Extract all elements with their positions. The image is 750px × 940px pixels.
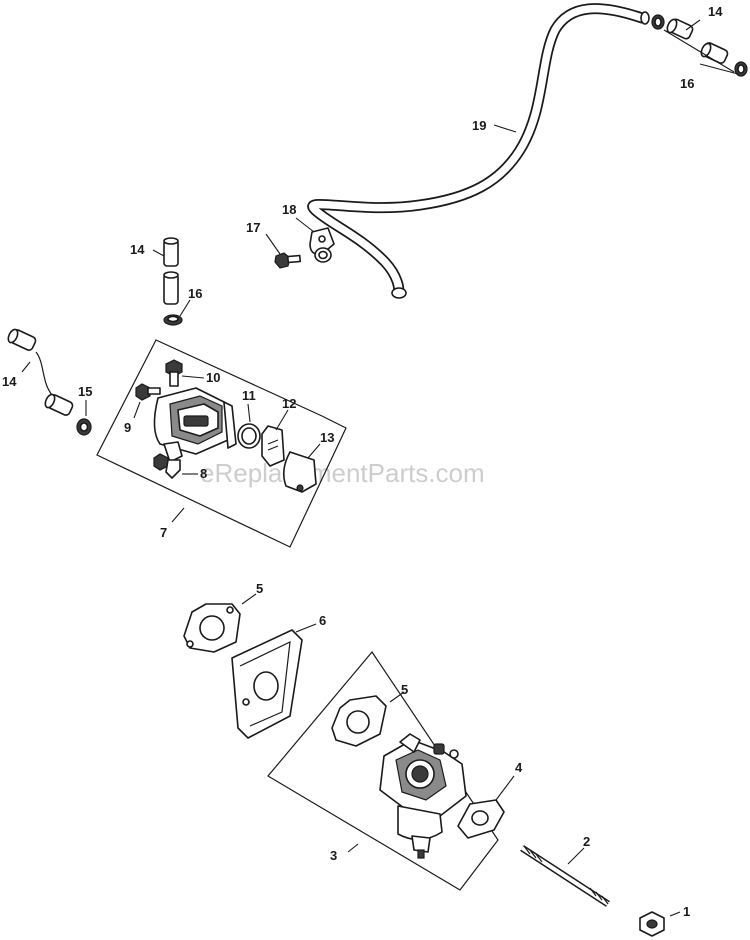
screw-part-17 <box>274 252 302 269</box>
watermark: eReplacementParts.com <box>200 458 485 488</box>
clamp-part-16-mid <box>163 314 183 326</box>
callout-16b: 16 <box>188 286 202 301</box>
callout-7: 7 <box>160 525 167 540</box>
gasket-part-11 <box>237 423 261 449</box>
callout-15: 15 <box>78 384 92 399</box>
callout-2: 2 <box>583 834 590 849</box>
callout-1: 1 <box>683 904 690 919</box>
gasket-part-4 <box>457 799 505 839</box>
carburetor-part-3 <box>379 733 467 859</box>
gasket-part-12 <box>261 425 285 467</box>
fitting-part-8 <box>153 453 181 479</box>
callout-8: 8 <box>200 466 207 481</box>
fuel-line-part-19 <box>307 3 650 299</box>
callout-5a: 5 <box>256 581 263 596</box>
callout-3: 3 <box>330 848 337 863</box>
clamp-part-18 <box>309 227 335 263</box>
heat-shield-part-6 <box>231 629 303 739</box>
fitting-part-10 <box>165 359 183 387</box>
callout-12: 12 <box>282 396 296 411</box>
nut-part-1 <box>639 911 665 937</box>
callout-13: 13 <box>320 430 334 445</box>
gasket-part-5-upper <box>183 603 241 653</box>
callout-18: 18 <box>282 202 296 217</box>
hose-part-14-mid <box>163 237 179 305</box>
callout-17: 17 <box>246 220 260 235</box>
hose-part-14-left <box>7 328 74 416</box>
stud-part-2 <box>520 845 610 907</box>
hose-fittings-top-right <box>651 14 748 77</box>
callout-14a: 14 <box>708 4 723 19</box>
fitting-part-9 <box>135 383 161 401</box>
fuel-pump-part-7 <box>153 387 237 463</box>
gasket-part-5-lower <box>331 695 387 747</box>
callout-11: 11 <box>242 388 256 403</box>
callout-9: 9 <box>124 420 131 435</box>
callout-10: 10 <box>206 370 220 385</box>
cover-part-13 <box>282 451 317 493</box>
callout-6: 6 <box>319 613 326 628</box>
callout-4: 4 <box>515 760 523 775</box>
leader-lines <box>21 19 739 917</box>
fuel-pump-kit-box <box>96 339 347 548</box>
clamp-part-15 <box>76 418 92 436</box>
callout-14c: 14 <box>2 374 17 389</box>
callout-5b: 5 <box>401 682 408 697</box>
callout-14b: 14 <box>130 242 145 257</box>
callout-16a: 16 <box>680 76 694 91</box>
callout-19: 19 <box>472 118 486 133</box>
